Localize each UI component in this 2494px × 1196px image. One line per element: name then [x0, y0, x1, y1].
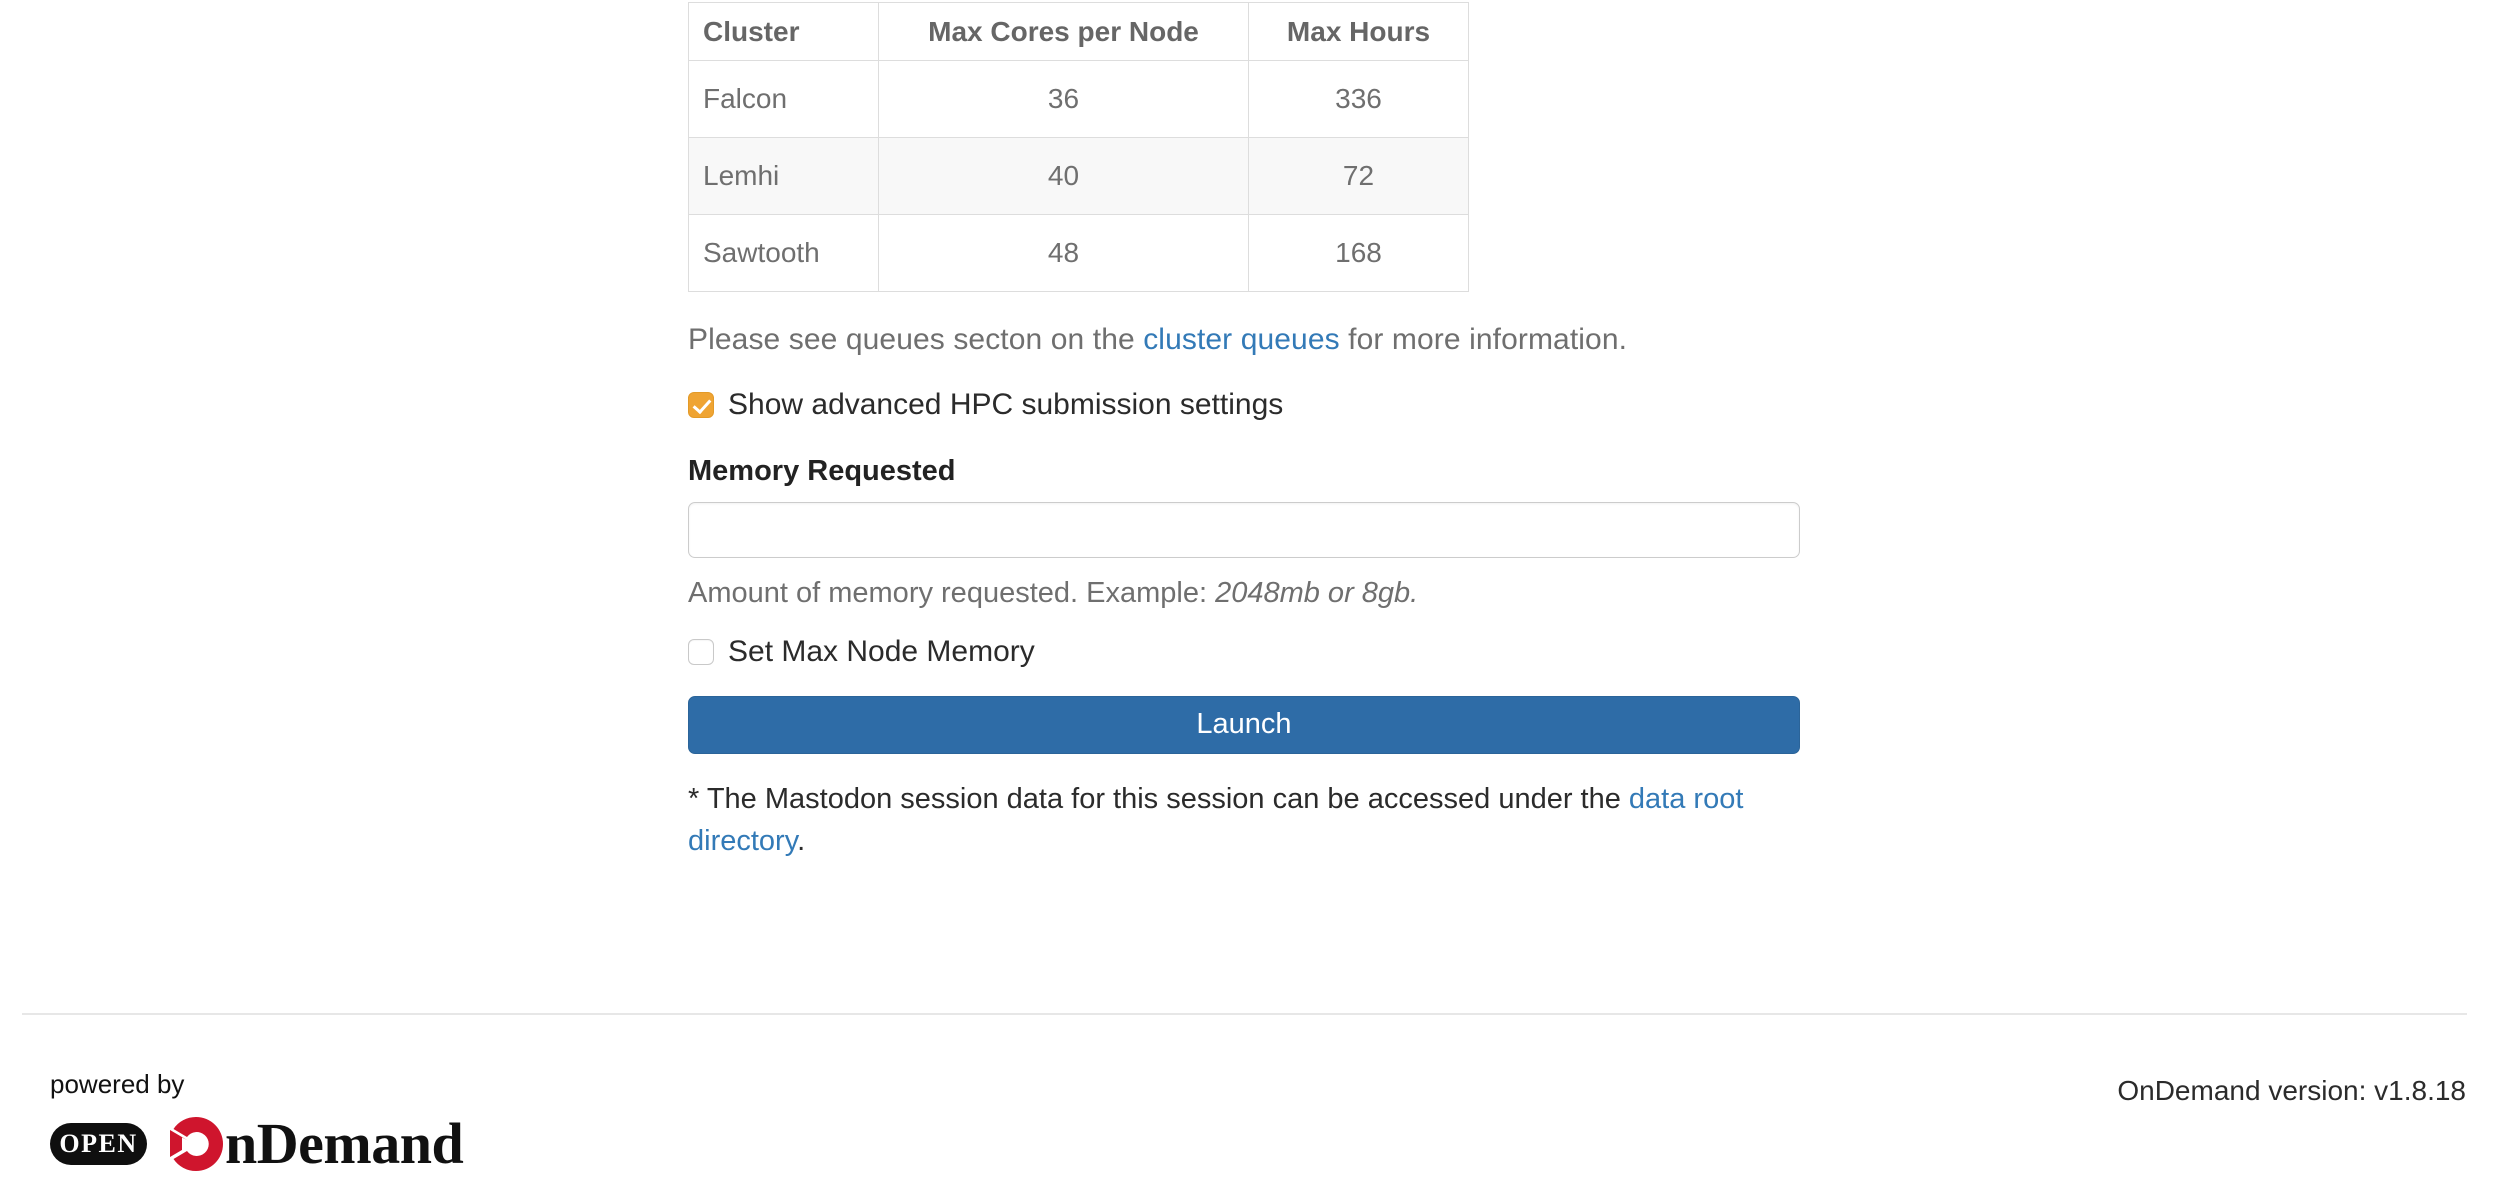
memory-help-text: Amount of memory requested. Example:: [688, 576, 1216, 609]
cell-max-hours: 336: [1248, 60, 1469, 138]
queues-note-text-after: for more information.: [1339, 323, 1628, 356]
page-footer: powered by OPEN nDemand OnDemand version…: [0, 1013, 2494, 1196]
open-pill-label: OPEN: [59, 1129, 138, 1158]
checkbox-unchecked-icon[interactable]: [688, 638, 714, 665]
ondemand-wordmark: nDemand: [165, 1111, 464, 1176]
max-node-memory-checkbox-label: Set Max Node Memory: [728, 634, 1035, 668]
memory-requested-label: Memory Requested: [688, 454, 956, 487]
memory-help-example: 2048mb or 8gb.: [1215, 576, 1419, 609]
table-row: Falcon 36 336: [688, 60, 1469, 138]
table-row: Sawtooth 48 168: [688, 214, 1469, 292]
session-launch-form: Cluster Max Cores per Node Max Hours Fal…: [688, 0, 1800, 863]
launch-button[interactable]: Launch: [688, 695, 1800, 754]
queues-note-text-before: Please see queues secton on the: [688, 323, 1144, 356]
cell-max-cores: 36: [878, 60, 1249, 138]
cell-max-hours: 72: [1248, 137, 1469, 215]
open-pill-badge: OPEN: [50, 1123, 147, 1165]
table-row: Lemhi 40 72: [688, 137, 1469, 215]
advanced-settings-checkbox-row[interactable]: Show advanced HPC submission settings: [688, 362, 1800, 420]
memory-requested-input[interactable]: [688, 501, 1800, 558]
cell-max-cores: 48: [878, 214, 1249, 292]
footer-divider: [22, 1013, 2467, 1015]
cell-cluster-name: Sawtooth: [688, 214, 879, 292]
footnote-text-before: * The Mastodon session data for this ses…: [688, 782, 1629, 815]
max-node-memory-checkbox-row[interactable]: Set Max Node Memory: [688, 610, 1800, 667]
data-root-directory-link[interactable]: data root directory: [688, 782, 1744, 858]
column-header-cluster: Cluster: [688, 2, 879, 61]
cell-cluster-name: Lemhi: [688, 137, 879, 215]
advanced-settings-checkbox-label: Show advanced HPC submission settings: [728, 387, 1284, 421]
powered-by-label: powered by: [50, 1069, 185, 1099]
memory-requested-help: Amount of memory requested. Example: 204…: [688, 558, 1800, 610]
session-data-footnote: * The Mastodon session data for this ses…: [688, 754, 1800, 863]
cell-max-hours: 168: [1248, 214, 1469, 292]
ondemand-version-label: OnDemand version: v1.8.18: [2117, 1075, 2466, 1106]
column-header-max-cores-per-node: Max Cores per Node: [878, 2, 1249, 61]
footnote-text-after: .: [797, 825, 806, 858]
cluster-queues-link[interactable]: cluster queues: [1143, 323, 1340, 356]
cell-max-cores: 40: [878, 137, 1249, 215]
ondemand-circle-play-icon: [170, 1117, 224, 1171]
column-header-max-hours: Max Hours: [1248, 2, 1469, 61]
cluster-limits-table: Cluster Max Cores per Node Max Hours Fal…: [688, 2, 1469, 292]
ondemand-logo: OPEN nDemand: [50, 1111, 464, 1176]
table-header-row: Cluster Max Cores per Node Max Hours: [688, 2, 1469, 61]
cell-cluster-name: Falcon: [688, 60, 879, 138]
checkbox-checked-icon[interactable]: [688, 391, 714, 418]
queues-note: Please see queues secton on the cluster …: [688, 292, 1800, 362]
ondemand-wordmark-text: nDemand: [225, 1111, 464, 1176]
